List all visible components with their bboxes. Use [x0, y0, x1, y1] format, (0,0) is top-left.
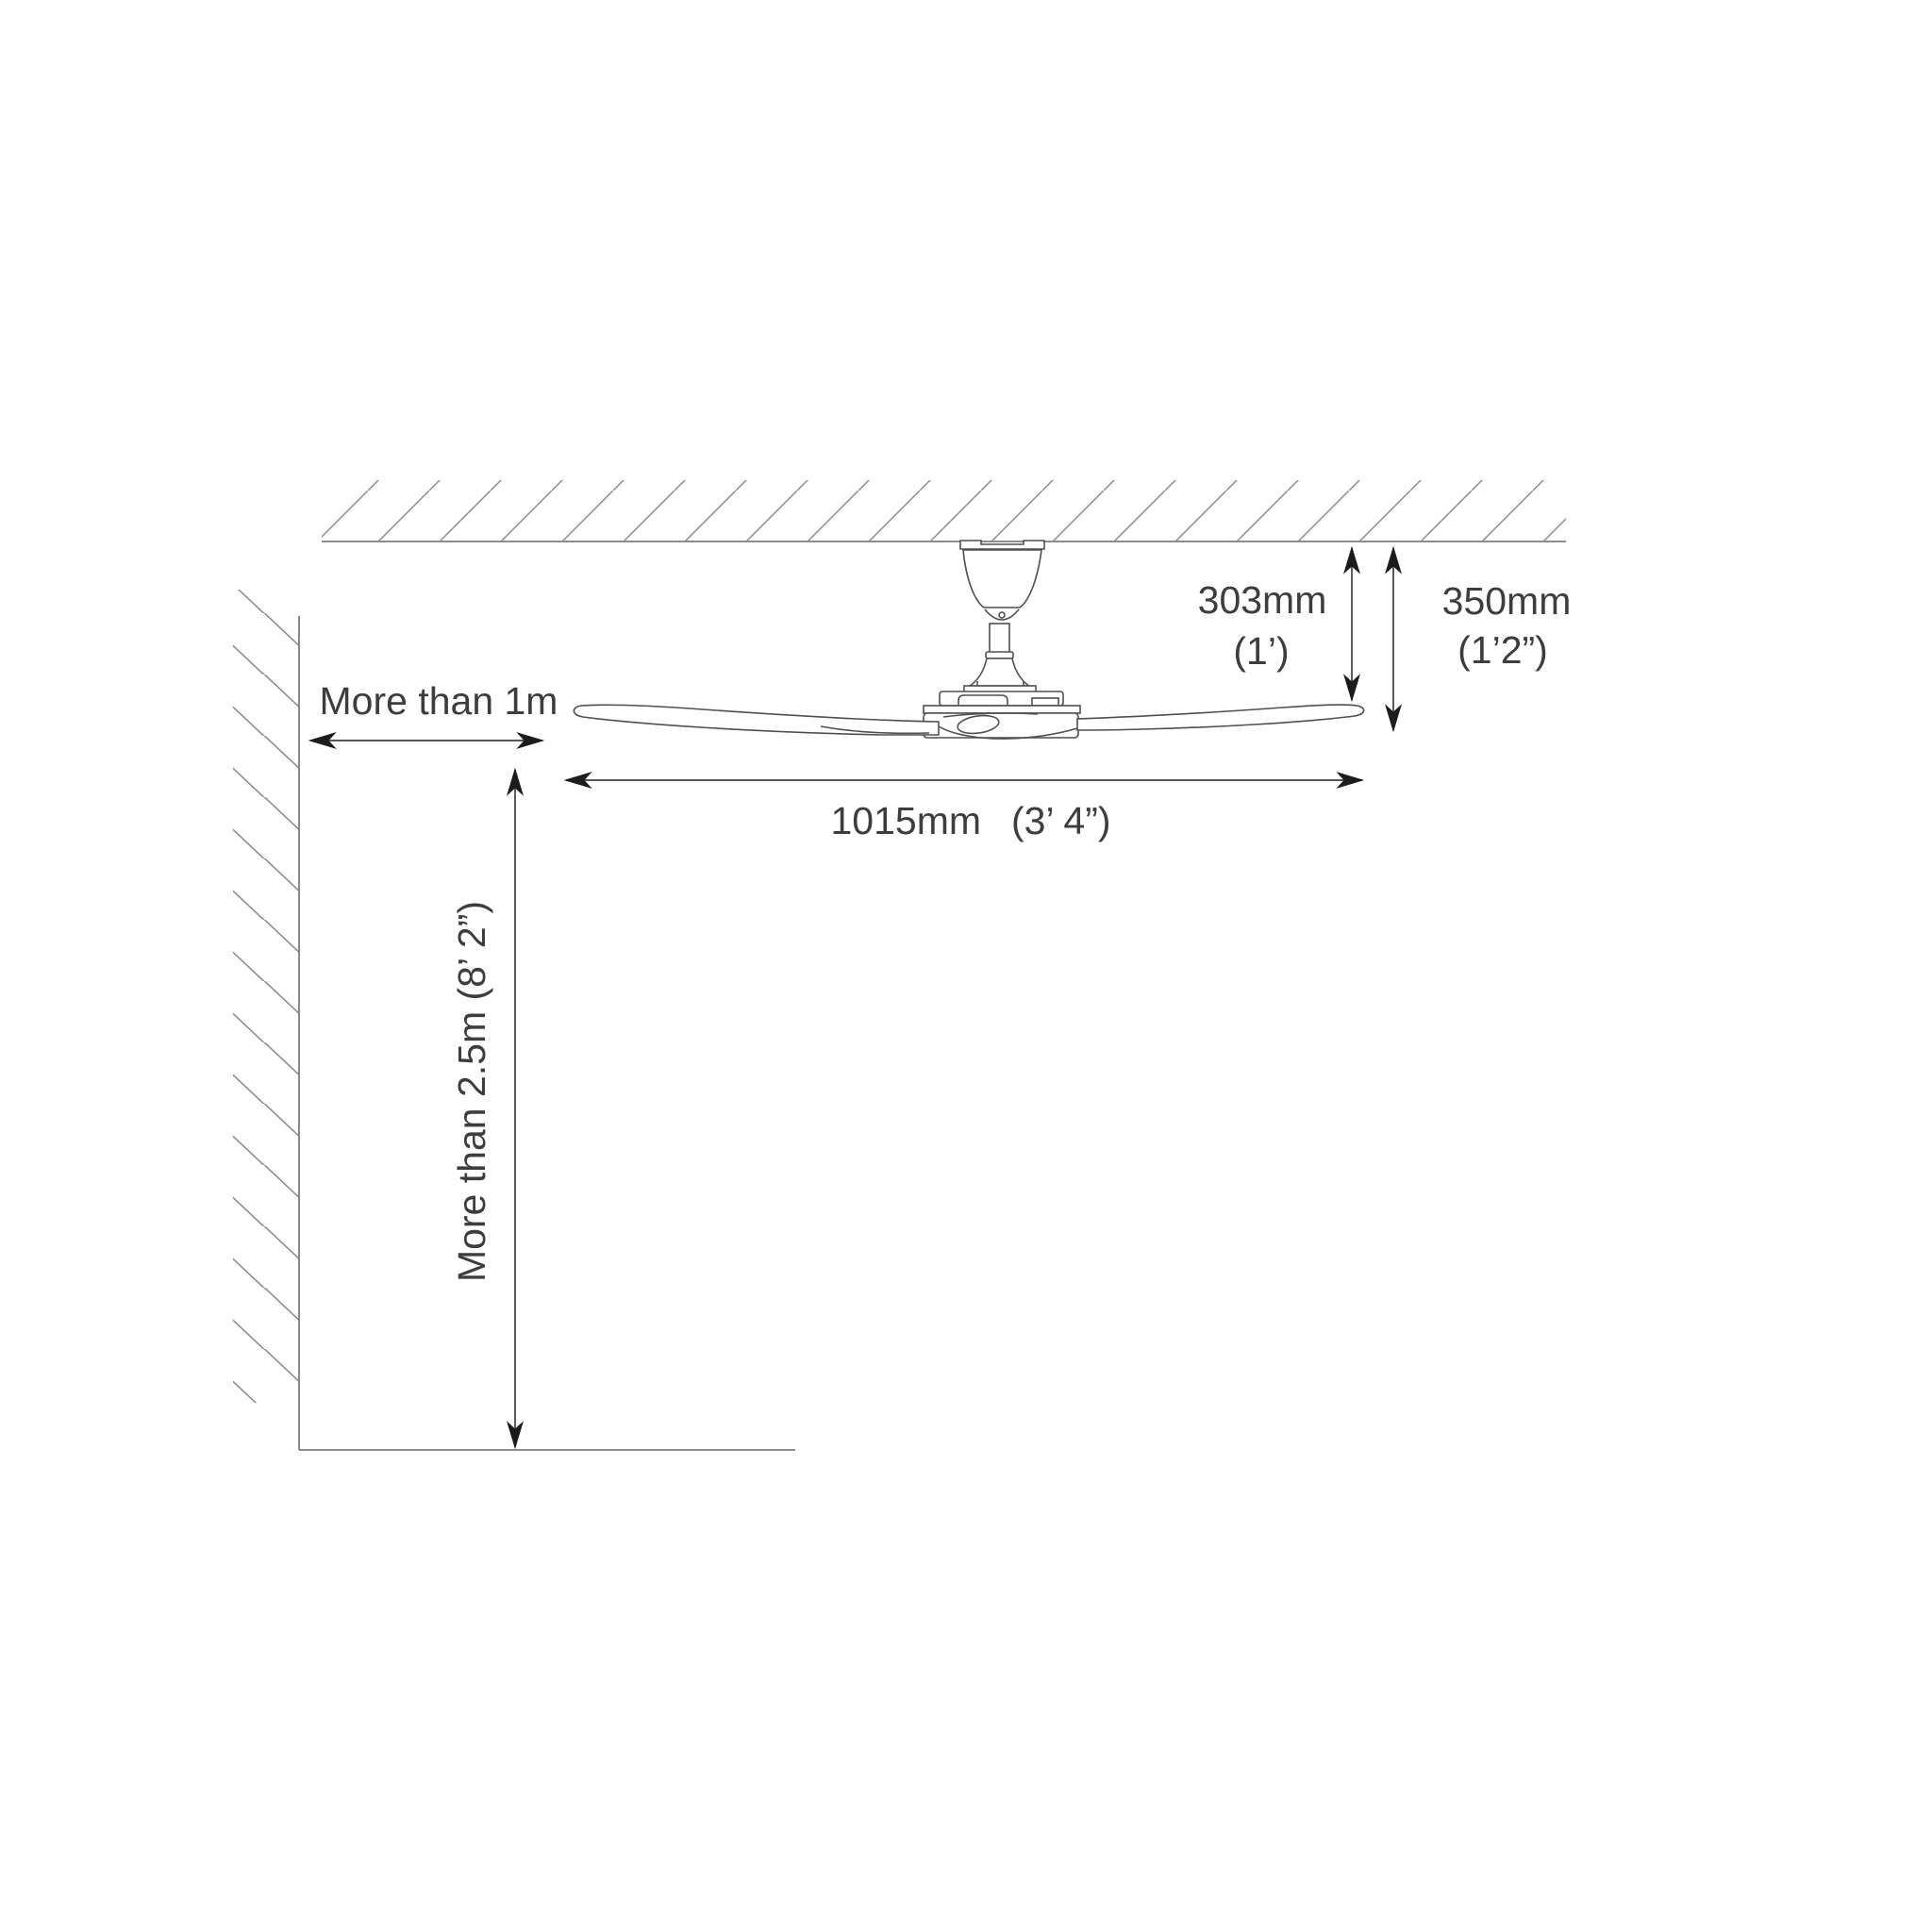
- fan-hub-tab: [1031, 697, 1059, 707]
- ceiling-fan-drawing: [573, 540, 1365, 740]
- wall: [233, 590, 300, 1450]
- label-blade-diameter-metric: 1015mm: [830, 799, 981, 842]
- fan-blade-overlap-line: [820, 725, 930, 735]
- label-floor-clearance: More than 2.5m (8’ 2”): [450, 901, 493, 1282]
- fan-hub-bracket-arch: [958, 694, 1008, 707]
- label-blade-diameter-imperial: (3’ 4”): [1011, 799, 1111, 842]
- fan-canopy: [962, 549, 1042, 608]
- label-ceiling-to-blades-metric: 303mm: [1198, 578, 1327, 622]
- label-wall-clearance: More than 1m: [320, 679, 558, 723]
- dimension-labels: 303mm (1’) 350mm (1’2”) More than 1m 101…: [320, 578, 1572, 1282]
- ceiling: [322, 480, 1566, 542]
- fan-blade-right: [1076, 704, 1365, 731]
- ceiling-hatching: [322, 480, 1566, 541]
- label-ceiling-to-blades-imperial: (1’): [1233, 629, 1289, 673]
- label-ceiling-to-fan-bottom-imperial: (1’2”): [1457, 628, 1548, 672]
- fan-blade-bracket-loop: [957, 714, 1000, 735]
- fan-blade-back-top-edge: [942, 712, 1039, 718]
- fan-canopy-screw: [998, 611, 1006, 619]
- fan-downrod-flange: [985, 651, 1014, 659]
- fan-motor-cone: [967, 658, 1032, 687]
- dimension-lines: [308, 545, 1402, 1450]
- fan-mount-plate: [959, 540, 1045, 550]
- fan-blade-back-edge: [938, 725, 1078, 740]
- fan-blade-left: [573, 704, 940, 736]
- fan-hub-band: [923, 705, 1081, 714]
- label-ceiling-to-fan-bottom-metric: 350mm: [1442, 579, 1572, 623]
- fan-downrod: [989, 623, 1010, 654]
- fan-canopy-cap: [984, 608, 1020, 621]
- wall-hatching: [233, 590, 299, 1403]
